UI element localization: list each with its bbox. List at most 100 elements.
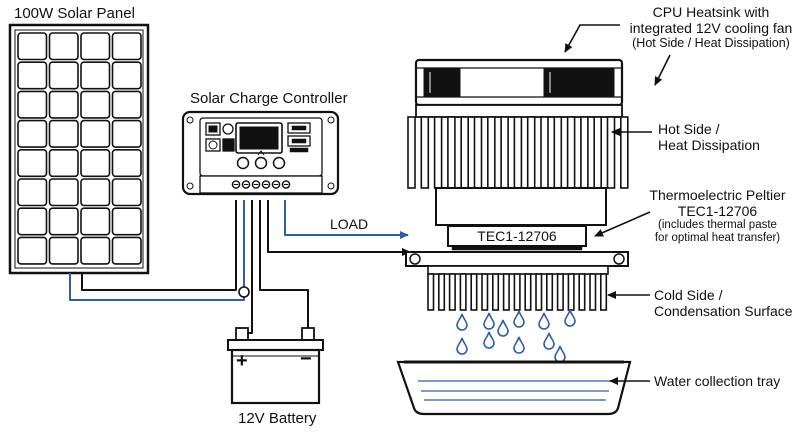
water-droplets [456, 309, 576, 363]
heatsink-fin [407, 116, 416, 189]
solar-cell [17, 207, 48, 236]
solar-cell [80, 178, 111, 207]
solar-cell [111, 90, 142, 119]
battery-label: 12V Battery [238, 410, 317, 427]
cold-fin [589, 273, 597, 311]
water-droplet-icon [456, 337, 468, 355]
solar-cell [48, 61, 79, 90]
cold-fin [513, 273, 521, 311]
battery-plus-label: + [236, 350, 248, 372]
solar-cell [80, 149, 111, 178]
water-droplet-icon [456, 313, 468, 331]
solar-cell [17, 236, 48, 265]
cold-fin [437, 273, 446, 311]
heatsink-label-line-3: (Hot Side / Heat Dissipation) [632, 36, 790, 51]
heatsink-label-line-1: CPU Heatsink with [652, 4, 770, 20]
heatsink-fin [460, 116, 470, 189]
cooling-fan-icon [414, 58, 624, 107]
heatsink-icon [407, 104, 629, 226]
solar-cell [80, 61, 111, 90]
peltier-note-line-1: (includes thermal paste [658, 219, 777, 232]
heatsink-label: CPU Heatsink with integrated 12V cooling… [626, 4, 796, 51]
cold-fin [545, 273, 554, 311]
solar-cell [17, 32, 48, 61]
cold-fin [491, 273, 500, 311]
solar-panel-icon [8, 23, 150, 275]
solar-cell [111, 149, 142, 178]
peltier-model: TEC1-12706 [677, 203, 758, 220]
water-droplet-icon [497, 319, 509, 337]
solar-cell [17, 119, 48, 148]
heatsink-fin [593, 116, 603, 189]
cold-fin [599, 273, 608, 311]
water-droplet-icon [483, 331, 495, 349]
solar-cell [48, 149, 79, 178]
solar-cell [111, 119, 142, 148]
heatsink-label-line-2: integrated 12V cooling fan [629, 20, 793, 37]
hot-side-label-line-2: Heat Dissipation [658, 137, 760, 154]
peltier-label: Thermoelectric Peltier TEC1-12706 (inclu… [640, 187, 795, 246]
cold-heatsink-icon [405, 251, 629, 311]
solar-cell [80, 207, 111, 236]
heatsink-fin [606, 116, 616, 189]
cold-fin [524, 273, 532, 311]
heatsink-fin [473, 116, 483, 189]
heatsink-fin [619, 116, 629, 189]
solar-cell [111, 61, 142, 90]
peltier-note-line-2: for optimal heat transfer) [654, 232, 781, 245]
solar-cell [111, 32, 142, 61]
heatsink-fin [566, 116, 576, 189]
cold-fin [502, 273, 510, 311]
hot-side-label: Hot Side / Heat Dissipation [658, 121, 760, 153]
peltier-chip-label: TEC1-12706 [477, 228, 557, 244]
charge-controller-icon [181, 110, 340, 196]
heatsink-fin [553, 116, 563, 189]
solar-cell [48, 119, 79, 148]
cold-side-label-line-2: Condensation Surface [654, 303, 793, 320]
solar-cell [80, 32, 111, 61]
solar-panel-label: 100W Solar Panel [14, 5, 135, 22]
solar-cell [111, 178, 142, 207]
water-droplet-icon [543, 332, 555, 350]
cold-fin [567, 273, 575, 311]
load-label: LOAD [330, 216, 369, 232]
controller-label: Solar Charge Controller [190, 90, 348, 107]
solar-cell [48, 32, 79, 61]
water-droplet-icon [554, 345, 566, 363]
cold-fin [448, 273, 456, 311]
cold-side-label: Cold Side / Condensation Surface [654, 287, 793, 319]
solar-cell [80, 236, 111, 265]
solar-cell [17, 61, 48, 90]
solar-cell [80, 90, 111, 119]
cold-fin [556, 273, 564, 311]
peltier-title: Thermoelectric Peltier [649, 187, 786, 203]
heatsink-fin [486, 116, 496, 189]
wiring [69, 200, 411, 334]
solar-cell [48, 178, 79, 207]
heatsink-fin [526, 116, 536, 189]
heatsink-fin [513, 116, 523, 189]
water-droplet-icon [513, 336, 525, 354]
solar-cell [111, 236, 142, 265]
cold-fin [427, 273, 435, 311]
solar-cell [17, 149, 48, 178]
battery-icon [227, 327, 324, 405]
water-tray-icon [396, 360, 632, 416]
solar-cell [48, 236, 79, 265]
heatsink-fin [540, 116, 549, 189]
tray-label: Water collection tray [654, 373, 781, 389]
water-droplet-icon [483, 312, 495, 330]
cold-fin [535, 273, 543, 311]
hot-side-label-line-1: Hot Side / [658, 121, 720, 137]
cold-fin [470, 273, 478, 311]
heatsink-fin [500, 116, 509, 189]
water-droplet-icon [538, 312, 550, 330]
cold-fin [459, 273, 467, 311]
solar-cell [48, 207, 79, 236]
heatsink-fin [433, 116, 443, 189]
solar-cell [48, 90, 79, 119]
battery-minus-label: − [300, 348, 312, 370]
cold-side-label-line-1: Cold Side / [654, 287, 723, 303]
